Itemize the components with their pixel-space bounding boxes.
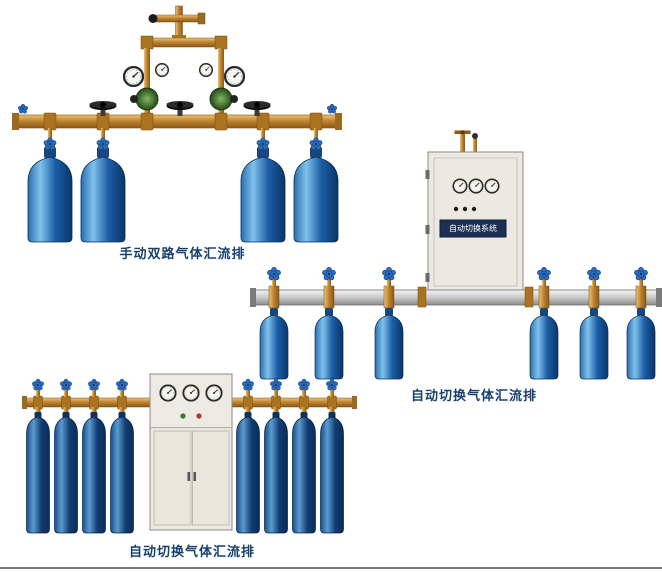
cylinder-drop [82,378,106,534]
product-figure-auto-switch-wall: 自动切换系统 [250,125,662,383]
gas-cylinder [236,412,260,534]
cylinder-drop [26,378,50,534]
shutoff-valve-handwheel-icon [89,101,117,116]
valve-handwheel-icon [267,266,281,281]
caption-auto-switch-floor: 自动切换气体汇流排 [128,544,255,559]
gas-cylinder [259,308,289,380]
manifold-pipe [250,286,662,308]
cabinet-nameplate [439,219,507,238]
valve-handwheel-icon [325,378,339,391]
pressure-gauge-icon [182,384,200,402]
auto-switch-floor-illustration [22,373,357,534]
gas-cylinder [626,308,656,380]
bottom-divider [0,567,662,569]
pressure-regulator [199,63,245,111]
pressure-gauge-icon [123,66,144,87]
valve-handwheel-icon [634,266,648,281]
cabinet-nameplate-text: 自动切换系统 [449,223,497,233]
valve-handwheel-icon [326,103,338,114]
gas-cylinder [27,147,73,243]
gas-cylinder [314,308,344,380]
valve-handwheel-icon [87,378,101,391]
manifold-pipe [12,112,342,131]
cylinder-drop [110,378,134,534]
cylinder-drop [579,266,609,380]
gas-cylinder [110,412,134,534]
product-figure-auto-switch-floor [22,372,357,540]
valve-handwheel-icon [322,266,336,281]
cylinder-drop [374,266,404,380]
control-cabinet: 自动切换系统 [425,130,524,293]
pressure-gauge-icon [224,66,245,87]
cylinder-drop [293,128,339,243]
pressure-gauge-icon [155,63,169,77]
gas-cylinder [579,308,609,380]
caption-auto-switch-wall: 自动切换气体汇流排 [410,388,537,403]
valve-handwheel-icon [17,103,29,114]
caption-manual-dual-manifold: 手动双路气体汇流排 [119,246,246,261]
valve-handwheel-icon [537,266,551,281]
indicator-light-green [180,413,186,419]
gas-cylinder [54,412,78,534]
indicator-light-red [196,413,202,419]
valve-handwheel-icon [43,137,57,150]
valve-handwheel-icon [587,266,601,281]
pressure-gauge-icon [452,178,468,194]
cylinder-drop [259,266,289,380]
cylinder-drop [292,378,316,534]
pressure-gauge-icon [159,384,177,402]
pressure-gauge-icon [205,384,223,402]
cylinder-drop [320,378,344,534]
cylinder-drop [80,128,126,243]
auto-switch-wall-illustration: 自动切换系统 [250,130,662,380]
product-figure-manual-dual-manifold [10,5,345,255]
cylinder-drop [626,266,656,380]
gas-cylinder [529,308,559,380]
cylinder-drop [529,266,559,380]
cylinder-drop [27,128,73,243]
gas-cylinder [82,412,106,534]
cylinder-drop [54,378,78,534]
pressure-regulator [123,63,169,111]
cylinder-drop [264,378,288,534]
pressure-gauge-icon [468,178,484,194]
valve-handwheel-icon [382,266,396,281]
pressure-gauge-icon [484,178,500,194]
door-handle [187,472,190,481]
small-valve-knob [148,14,158,23]
cylinder-drop [314,266,344,380]
gas-cylinder [264,412,288,534]
header-pipe [140,35,228,117]
valve-handwheel-icon [269,378,283,391]
gas-cylinder [26,412,50,534]
valve-handwheel-icon [59,378,73,391]
gas-cylinder [80,147,126,243]
door-handle [193,472,196,481]
cabinet-door [153,430,192,526]
gas-cylinder [320,412,344,534]
shutoff-valve-handwheel-icon [166,101,194,116]
gas-cylinder [292,412,316,534]
manual-dual-manifold-illustration [12,5,342,243]
pressure-gauge-icon [199,63,213,77]
valve-handwheel-icon [96,137,110,150]
valve-handwheel-icon [31,378,45,391]
valve-handwheel-icon [115,378,129,391]
top-valve-assembly [148,5,206,41]
cylinder-drop [240,128,286,243]
valve-handwheel-icon [241,378,255,391]
valve-handwheel-icon [297,378,311,391]
cylinder-drop [236,378,260,534]
control-cabinet [149,373,233,531]
cabinet-door [192,430,230,526]
gas-cylinder [374,308,404,380]
